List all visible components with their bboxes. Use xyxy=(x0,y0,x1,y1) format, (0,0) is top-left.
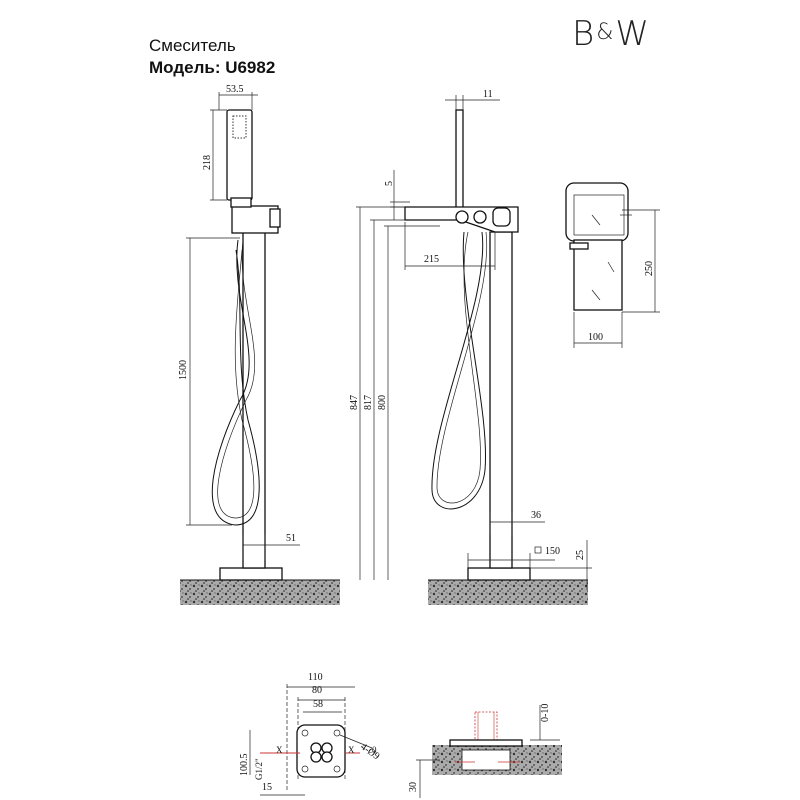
side-head-outer xyxy=(565,182,629,242)
dim-handshower-width: 53.5 xyxy=(226,84,244,95)
dim-handshower-length: 218 xyxy=(202,155,213,170)
pipe-center xyxy=(489,231,513,569)
mark-3: 0 xyxy=(372,745,377,755)
dim-shower-rod: 11 xyxy=(483,89,493,100)
handshower xyxy=(226,109,253,201)
dim-base-height: 25 xyxy=(575,550,586,560)
dim-holes: 4-Ø9 xyxy=(358,741,381,762)
mark-1: X xyxy=(276,745,283,755)
knob-2 xyxy=(473,210,487,224)
side-view-left: 53.5 218 1500 51 xyxy=(178,84,340,605)
dim-thread: G1/2" xyxy=(254,758,264,780)
floor-hatch-left xyxy=(180,580,340,605)
dim-height-817: 817 xyxy=(363,395,374,410)
dim-total-height: 847 xyxy=(349,395,360,410)
hose-left xyxy=(211,239,260,526)
dim-plate-inner: 80 xyxy=(312,685,322,696)
dim-height-800: 800 xyxy=(377,395,388,410)
dim-pipe-center: 36 xyxy=(531,510,541,521)
installation-section: 0-10 30 xyxy=(408,704,562,798)
side-view-right: 250 100 xyxy=(565,182,660,348)
mount-plate xyxy=(296,724,346,778)
dim-install-range: 0-10 xyxy=(540,704,551,722)
front-view: 11 5 215 847 817 800 36 1 xyxy=(349,89,592,605)
mounting-plate-view: 110 80 58 100.5 G1/2" X X 0 xyxy=(239,672,381,796)
floor-hatch-center xyxy=(428,580,588,605)
dim-pipe-left: 51 xyxy=(286,533,296,544)
dim-side-depth: 100 xyxy=(588,332,603,343)
dim-plate-width: 110 xyxy=(308,672,323,683)
product-type-label: Смеситель xyxy=(149,36,236,55)
side-body xyxy=(573,239,623,311)
model-label: Модель: U6982 xyxy=(149,58,276,77)
dim-base-size: 150 xyxy=(545,546,560,557)
dim-plate-bolt: 58 xyxy=(313,699,323,710)
knob-1 xyxy=(455,210,469,224)
dim-plate-height: 100.5 xyxy=(239,754,250,777)
mark-2: X xyxy=(348,745,355,755)
dim-side-height: 250 xyxy=(644,261,655,276)
dim-top-gap: 5 xyxy=(384,181,395,186)
dim-plate-offset: 15 xyxy=(262,782,272,793)
base-plate-left xyxy=(219,567,283,581)
hose-center xyxy=(431,231,487,510)
dim-hose-length: 1500 xyxy=(178,360,189,380)
brand-logo: B&W xyxy=(572,14,651,54)
base-plate-center xyxy=(467,567,531,581)
shower-rod xyxy=(455,109,464,209)
dim-install-depth: 30 xyxy=(408,782,419,792)
dim-spout-reach: 215 xyxy=(424,254,439,265)
